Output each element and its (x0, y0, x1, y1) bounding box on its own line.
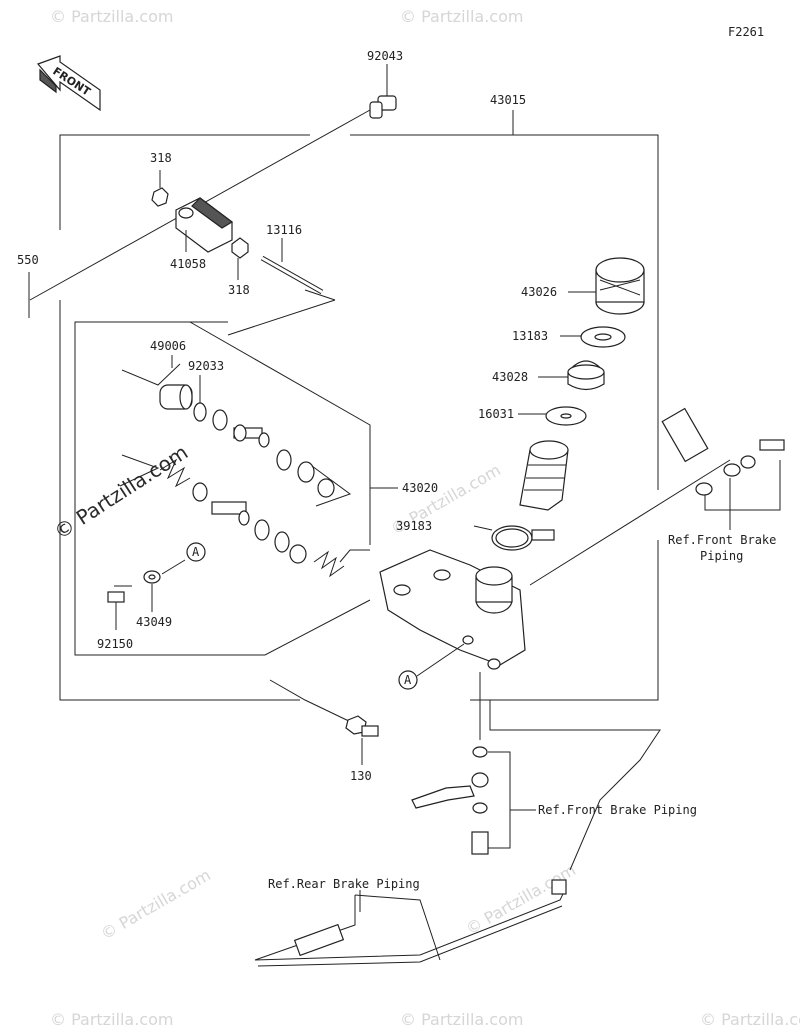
watermark: © Partzilla.com (50, 1010, 173, 1029)
ref-front-brake-1-line1: Ref.Front Brake (668, 533, 776, 547)
figure-code: F2261 (728, 25, 764, 39)
label-39183: 39183 (396, 519, 432, 533)
label-92033: 92033 (188, 359, 224, 373)
label-92150: 92150 (97, 637, 133, 651)
boot-49006 (121, 355, 193, 410)
watermark: © Partzilla.com (50, 7, 173, 26)
marker-a-top: A (161, 542, 206, 575)
front-arrow-icon: FRONT (36, 55, 101, 112)
label-550: 550 (17, 253, 39, 267)
label-318-top: 318 (150, 151, 172, 165)
nut-318-top (151, 170, 169, 207)
label-318-bottom: 318 (228, 283, 250, 297)
marker-a-bottom: A (398, 643, 465, 690)
bolt-92150 (107, 585, 132, 630)
label-92043: 92043 (367, 49, 403, 63)
label-43015: 43015 (490, 93, 526, 107)
marker-a-bottom-text: A (404, 673, 412, 687)
label-13183: 13183 (512, 329, 548, 343)
ref-front-brake-1-line2: Piping (700, 549, 743, 563)
leader (304, 289, 336, 301)
frame-43015 (59, 110, 659, 701)
master-cylinder-body (379, 549, 526, 670)
piston-parts-row1 (212, 409, 352, 507)
clevis-41058 (175, 197, 234, 253)
rear-brake-piping (254, 700, 661, 967)
washer-43049 (143, 570, 161, 612)
label-43049: 43049 (136, 615, 172, 629)
watermark: © Partzilla.com (400, 7, 523, 26)
diaphragm-43028 (538, 360, 605, 391)
watermark: © Partzilla.com (700, 1010, 800, 1029)
ref-rear-brake: Ref.Rear Brake Piping (268, 877, 420, 891)
marker-a-top-text: A (192, 545, 200, 559)
label-43020: 43020 (402, 481, 438, 495)
label-41058: 41058 (170, 257, 206, 271)
clamp-39183 (473, 525, 555, 551)
front-brake-piping-2 (411, 672, 536, 855)
reservoir (519, 440, 569, 511)
nut-318-bottom (231, 237, 249, 280)
watermark: © Partzilla.com (98, 865, 214, 943)
pin-92043 (369, 64, 397, 119)
front-brake-piping-1 (661, 407, 785, 530)
label-16031: 16031 (478, 407, 514, 421)
label-43026: 43026 (521, 285, 557, 299)
float-16031 (518, 406, 587, 426)
watermark: © Partzilla.com (400, 1010, 523, 1029)
circlip-92033 (193, 375, 207, 422)
ref-front-brake-2: Ref.Front Brake Piping (538, 803, 697, 817)
leader (529, 459, 731, 586)
spring-parts-row2 (119, 454, 370, 578)
label-49006: 49006 (150, 339, 186, 353)
watermark: © Partzilla.com (463, 860, 579, 938)
watermark-main: © Partzilla.com (50, 440, 193, 544)
label-43028: 43028 (492, 370, 528, 384)
bolt-130 (269, 679, 379, 765)
frame-43020 (74, 321, 398, 656)
leader (227, 299, 336, 336)
cap-43026 (568, 257, 645, 315)
label-130: 130 (350, 769, 372, 783)
pushrod-13116 (260, 238, 324, 295)
label-13116: 13116 (266, 223, 302, 237)
plate-13183 (560, 326, 626, 348)
